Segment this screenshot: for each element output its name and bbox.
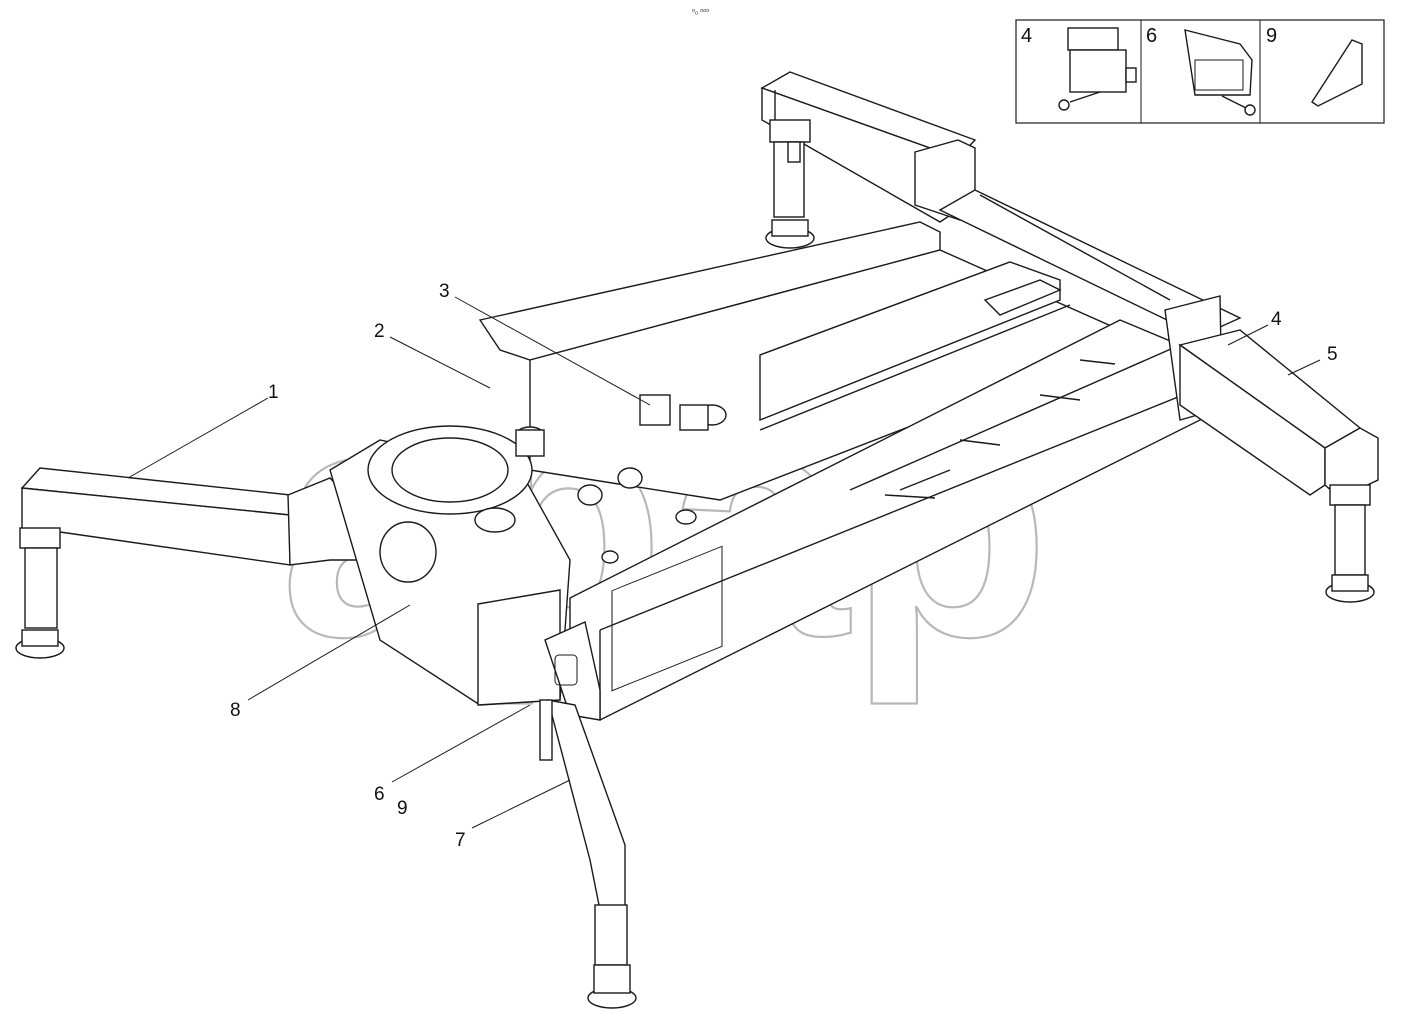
- inset-label-4: 4: [1021, 25, 1032, 47]
- outrigger-front-left: [15, 467, 381, 659]
- inset-detail-4: [1058, 27, 1137, 111]
- callout-3: 3: [439, 281, 450, 302]
- inset-detail-9: [1311, 39, 1363, 107]
- outrigger-rear-right: [760, 71, 977, 249]
- callout-8: 8: [230, 700, 241, 721]
- callout-9: 9: [397, 798, 408, 819]
- inset-label-6: 6: [1146, 25, 1157, 47]
- turntable-housing: [329, 425, 571, 706]
- callout-7: 7: [455, 830, 466, 851]
- main-beam: [478, 221, 1121, 501]
- inset-detail-6: [1184, 29, 1256, 116]
- right-side-frame: [569, 319, 1241, 721]
- drawing-code: ᵒₒ ᵒᵒᵒ: [692, 7, 709, 16]
- outrigger-frame-drawing: [15, 71, 1379, 1009]
- leader-lines: [127, 296, 1321, 829]
- callouts: 1 2 3 4 5 6 7 8 9: [230, 281, 1338, 851]
- outrigger-front-right: [1164, 295, 1379, 603]
- detail-inset: 4 6 9: [1015, 19, 1385, 124]
- callout-1: 1: [268, 382, 279, 403]
- callout-5: 5: [1327, 344, 1338, 365]
- inset-label-9: 9: [1266, 25, 1277, 47]
- callout-6: 6: [374, 784, 385, 805]
- callout-2: 2: [374, 321, 385, 342]
- callout-4: 4: [1271, 309, 1282, 330]
- outrigger-rear-left: [539, 621, 637, 1009]
